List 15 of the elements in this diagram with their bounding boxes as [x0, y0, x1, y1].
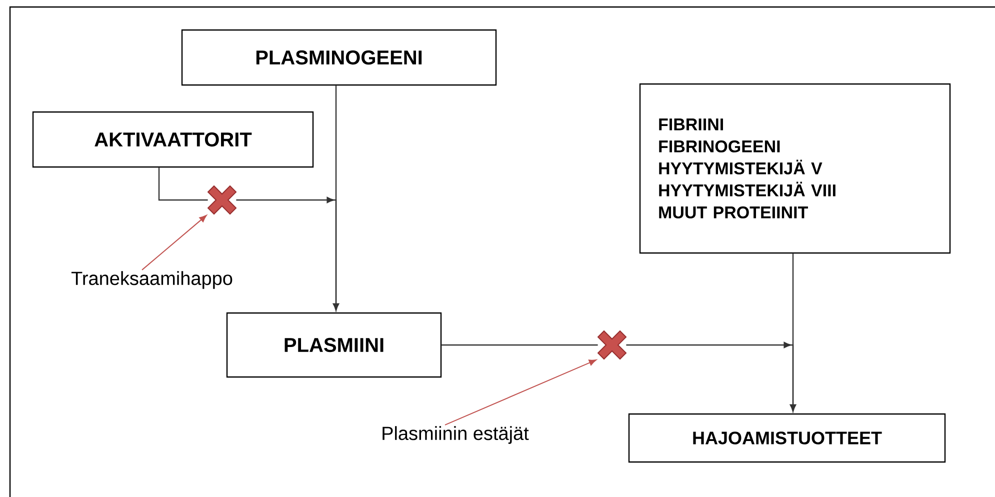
inhibitor-label: Plasmiinin estäjät — [382, 426, 529, 444]
inhibitor-label: Traneksaamihappo — [71, 271, 232, 289]
arrow — [236, 196, 340, 311]
process-box: PLASMINOGEENI — [181, 29, 497, 86]
connector-line — [158, 168, 208, 201]
list-box: FIBRIINI FIBRINOGEENI HYYTYMISTEKIJÄ V HYYTYMISTEKIJÄ VIII MUUT PROTEIINIT — [639, 83, 951, 254]
cross-mark — [207, 185, 237, 215]
arrow — [790, 254, 796, 412]
process-box: PLASMIINI — [226, 312, 442, 378]
leader-line — [142, 214, 207, 270]
process-box: HAJOAMISTUOTTEET — [628, 413, 946, 463]
cross-mark — [597, 330, 627, 360]
connector-line — [442, 344, 598, 346]
process-box: AKTIVAATTORIT — [32, 111, 314, 168]
leader-line — [444, 359, 596, 426]
